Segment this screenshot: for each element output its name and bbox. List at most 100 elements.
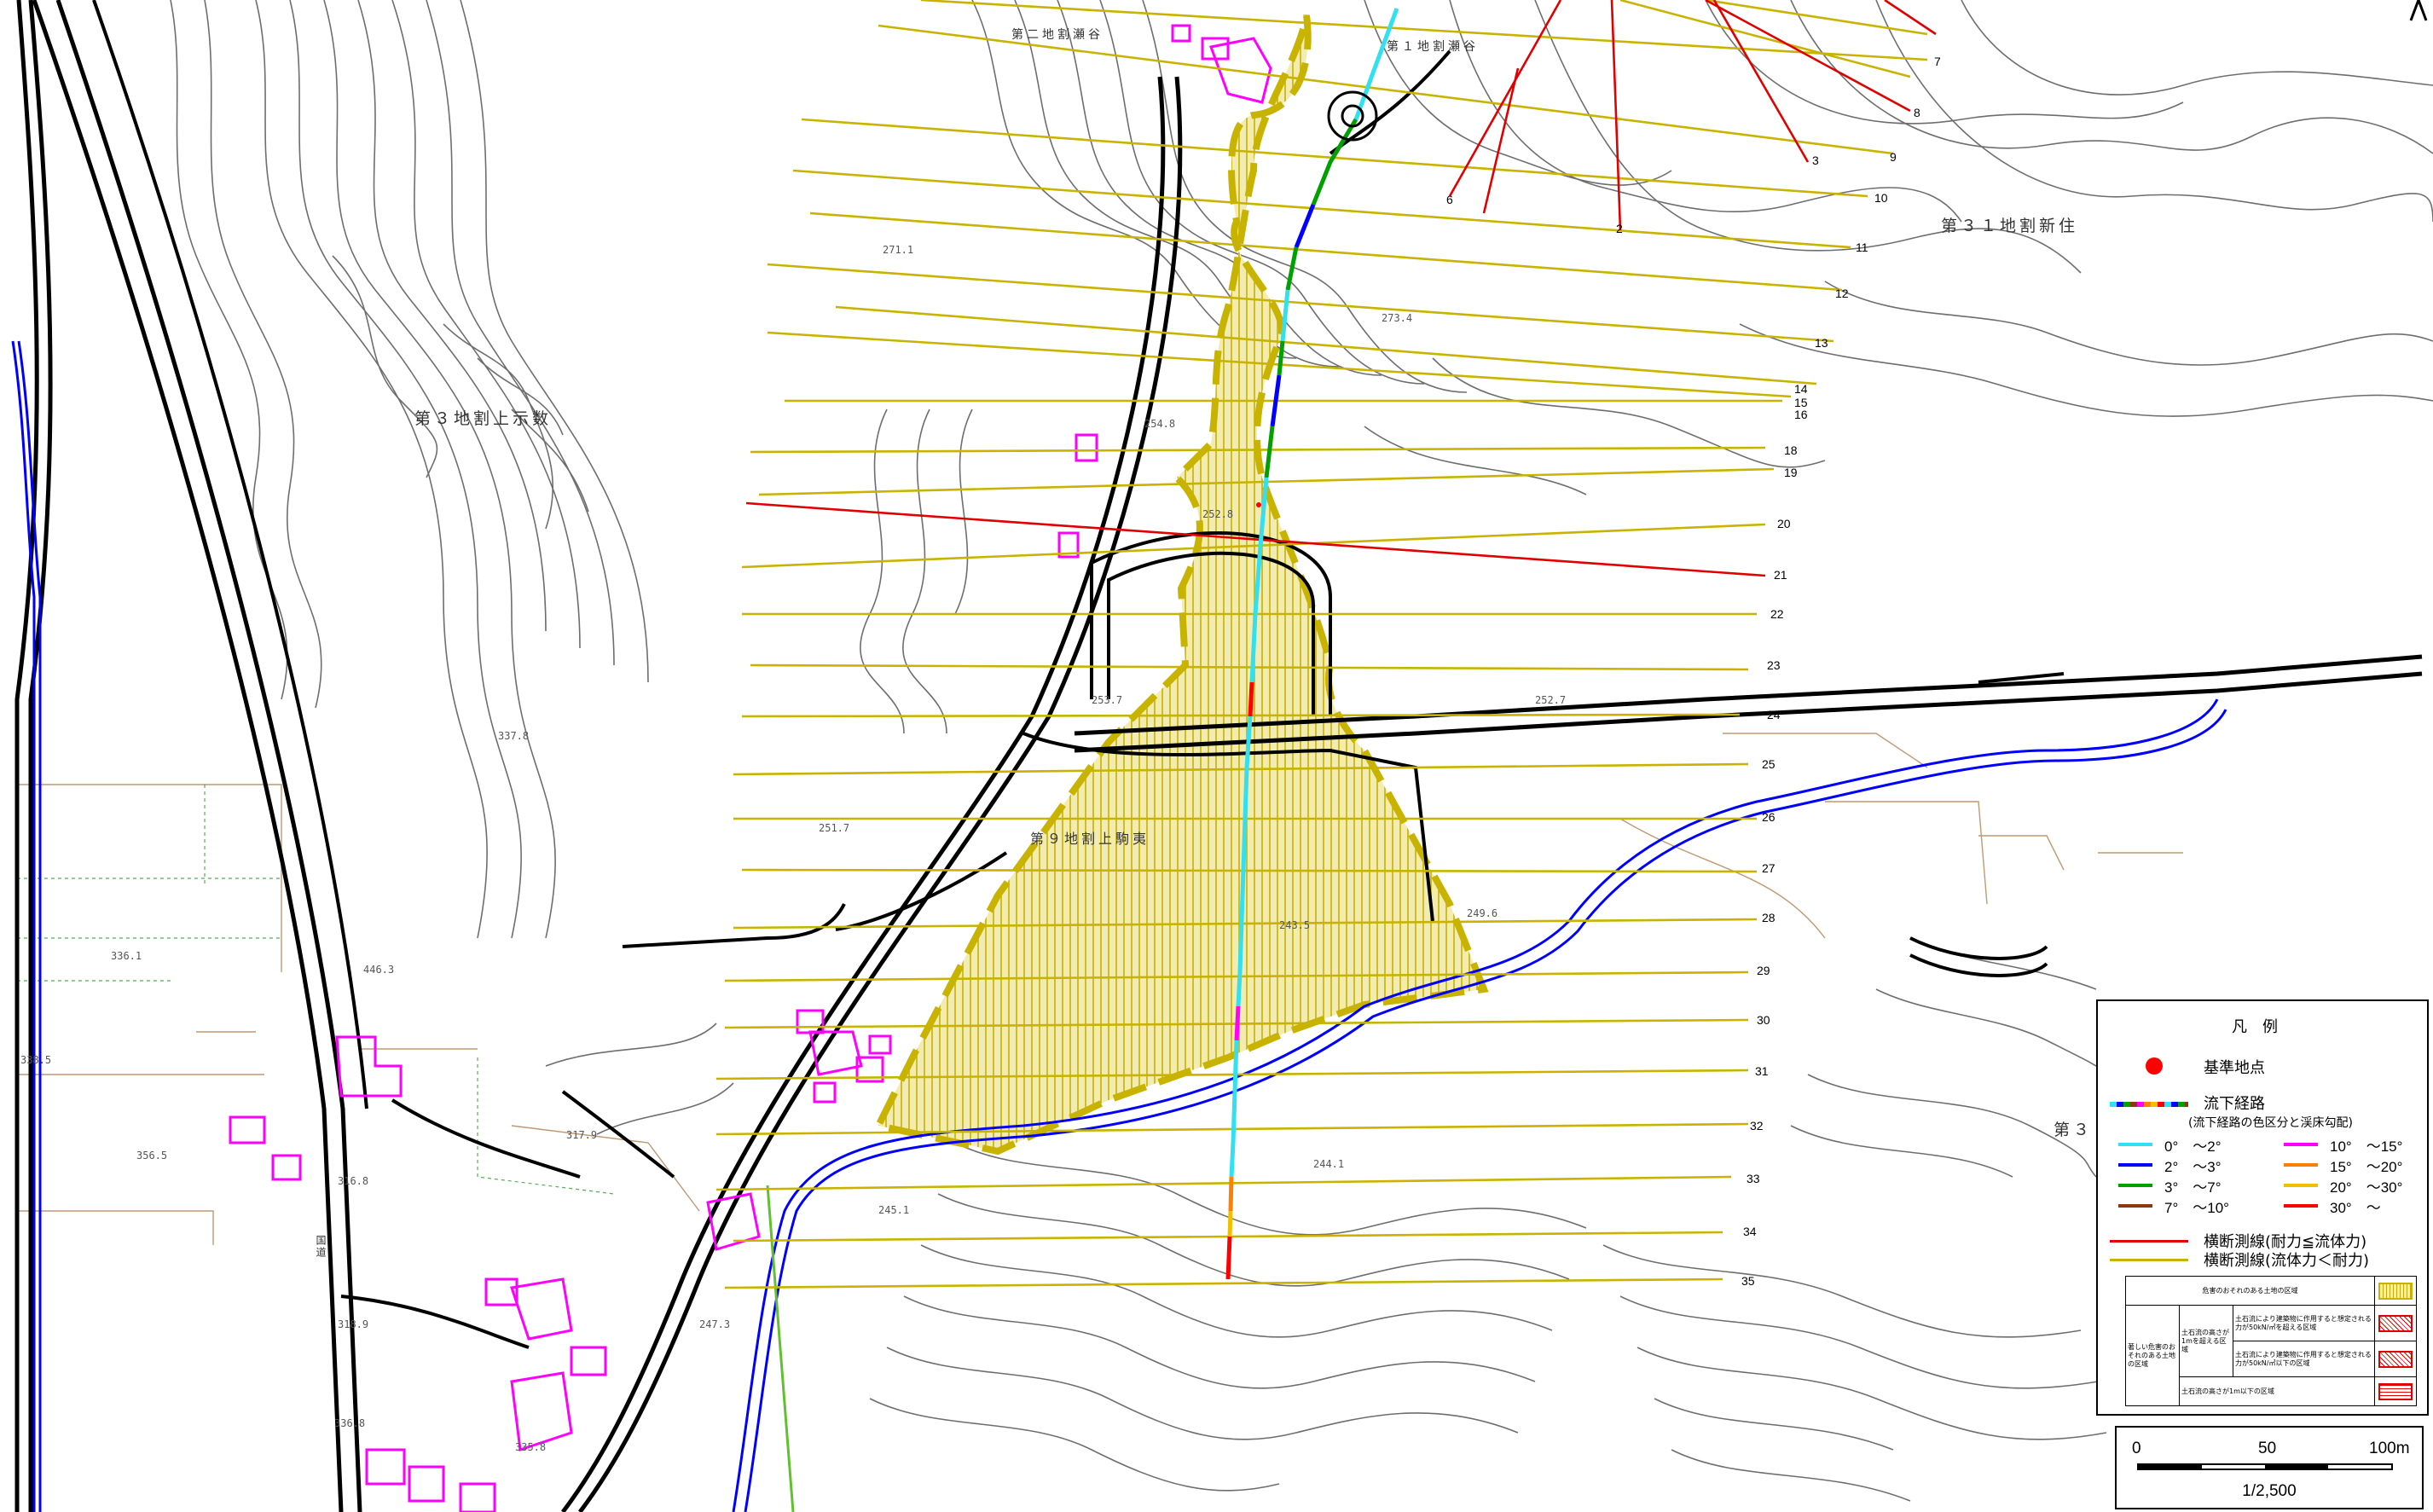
cross-section-number: 16	[1794, 408, 1808, 421]
scale-bar: 0 50 100m 1/2,500	[2115, 1426, 2424, 1509]
reference-points	[1256, 502, 1261, 507]
elevation-label: 446.3	[363, 964, 395, 976]
zone-b-label: 土石流により建築物に作用すると想定される力が50kN/㎡以下の区域	[2233, 1341, 2375, 1377]
legend-xs-red: 横断測線(耐力≦流体力)	[2204, 1233, 2367, 1251]
cross-section-number: 12	[1835, 287, 1849, 300]
cross-section-number: 20	[1777, 517, 1791, 530]
zone-legend-table: 危害のおそれのある土地の区域 著しい危害のおそれのある土地の区域 土石流の高さが…	[2125, 1276, 2417, 1406]
scale-bar-graphic	[2137, 1463, 2393, 1470]
elevation-label: 245.1	[878, 1204, 910, 1216]
cross-section-number: 18	[1784, 443, 1798, 457]
legend-title: 凡例	[2232, 1018, 2293, 1036]
elevation-label: 336.1	[111, 950, 142, 962]
slope-swatch	[2118, 1204, 2152, 1208]
slope-label: 7° ～10°	[2164, 1200, 2229, 1216]
legend-flow-path-note: (流下経路の色区分と渓床勾配)	[2188, 1116, 2353, 1130]
cross-section-number: 29	[1757, 964, 1770, 977]
district-label-north1: 第二地割瀬谷	[1011, 28, 1104, 42]
district-label-center: 第９地割上駒夷	[1030, 831, 1150, 847]
zone-low-swatch	[2378, 1382, 2413, 1400]
elevation-label: 316.8	[338, 1175, 369, 1187]
flow-path-swatch	[2110, 1102, 2188, 1107]
cross-section-number: 24	[1767, 708, 1781, 721]
elevation-label: 273.4	[1382, 312, 1413, 324]
zone-danger-label: 危害のおそれのある土地の区域	[2125, 1276, 2375, 1306]
rivers	[11, 340, 2227, 1512]
scale-ratio: 1/2,500	[2242, 1482, 2297, 1500]
zone-b-swatch	[2378, 1350, 2413, 1368]
zone-a-swatch	[2378, 1314, 2413, 1332]
scale-tick-50: 50	[2258, 1440, 2277, 1457]
zone-height1-label: 土石流の高さが1mを超える区域	[2179, 1305, 2233, 1377]
elevation-label: 337.8	[498, 730, 530, 742]
cross-section-number: 27	[1762, 861, 1776, 875]
elevation-label: 244.1	[1313, 1158, 1345, 1170]
cross-section-number: 26	[1762, 810, 1776, 824]
legend-reference-point: 基準地点	[2204, 1059, 2265, 1077]
elevation-label: 251.7	[819, 822, 850, 834]
slope-swatch	[2284, 1204, 2318, 1208]
slope-swatch	[2118, 1184, 2152, 1187]
road-label: 国道	[315, 1235, 327, 1259]
cross-section-number: 6	[1446, 193, 1453, 206]
district-label-north2: 第１地割瀬谷	[1387, 40, 1479, 54]
elevation-label: 336.8	[334, 1417, 366, 1429]
zone-a-label: 土石流により建築物に作用すると想定される力が50kN/㎡を超える区域	[2233, 1305, 2375, 1341]
cross-section-number: 33	[1747, 1172, 1760, 1185]
slope-swatch	[2284, 1163, 2318, 1167]
elevation-label: 252.8	[1202, 508, 1234, 520]
legend-flow-path: 流下経路	[2204, 1095, 2265, 1113]
buildings	[229, 24, 1272, 1512]
elevation-label: 254.8	[1144, 418, 1176, 430]
cross-section-number: 28	[1762, 911, 1776, 924]
elevation-label: 356.5	[136, 1150, 168, 1162]
cross-section-lines-red	[745, 0, 1937, 577]
elevation-label: 318.9	[338, 1318, 369, 1330]
cross-section-number: 31	[1755, 1064, 1769, 1078]
cross-section-number: 15	[1794, 396, 1808, 409]
elevation-label: 253.7	[1092, 694, 1123, 706]
slope-label: 0° ～2°	[2164, 1138, 2222, 1155]
elevation-label: 249.6	[1467, 907, 1498, 919]
cross-section-number: 32	[1750, 1119, 1764, 1133]
cross-section-number: 11	[1856, 240, 1868, 254]
slope-label: 10° ～15°	[2330, 1138, 2403, 1155]
slope-label: 15° ～20°	[2330, 1159, 2403, 1175]
flow-path	[1225, 8, 1399, 1280]
cross-section-number: 19	[1784, 466, 1798, 479]
xs-yellow-swatch	[2110, 1259, 2188, 1261]
district-label-east: 第３１地割新住	[1941, 217, 2079, 235]
slope-label: 20° ～30°	[2330, 1179, 2403, 1196]
slope-label: 30° ～	[2330, 1200, 2381, 1216]
cross-section-number: 14	[1794, 382, 1808, 396]
reference-point-icon	[2146, 1057, 2163, 1075]
elevation-label: 335.8	[515, 1441, 547, 1453]
cross-section-number: 35	[1741, 1274, 1755, 1288]
slope-swatch	[2284, 1143, 2318, 1146]
elevation-label: 243.5	[1279, 919, 1311, 931]
cross-section-number: 34	[1743, 1225, 1757, 1238]
cross-section-number: 3	[1812, 154, 1819, 167]
cross-section-number: 7	[1934, 55, 1941, 68]
cross-section-number: 22	[1770, 607, 1784, 621]
slope-label: 3° ～7°	[2164, 1179, 2222, 1196]
cross-section-number: 23	[1767, 658, 1781, 672]
cross-section-number: 13	[1815, 336, 1828, 350]
elevation-label: 317.9	[566, 1129, 598, 1141]
cross-section-number: 8	[1914, 106, 1920, 119]
slope-swatch	[2118, 1163, 2152, 1167]
cross-section-number: 30	[1757, 1013, 1770, 1027]
elevation-label: 252.7	[1535, 694, 1567, 706]
district-label-east2: 第３	[2054, 1121, 2094, 1139]
slope-swatch	[2118, 1143, 2152, 1146]
cross-section-number: 9	[1890, 150, 1897, 164]
xs-red-swatch	[2110, 1240, 2188, 1243]
roads	[14, 0, 2423, 1512]
slope-swatch	[2284, 1184, 2318, 1187]
field-boundaries	[17, 785, 615, 1195]
scale-tick-100: 100m	[2369, 1440, 2410, 1457]
district-label-west: 第３地割上示数	[414, 409, 553, 428]
cross-section-number: 25	[1762, 757, 1776, 771]
legend-xs-yellow: 横断測線(流体力＜耐力)	[2204, 1252, 2370, 1270]
